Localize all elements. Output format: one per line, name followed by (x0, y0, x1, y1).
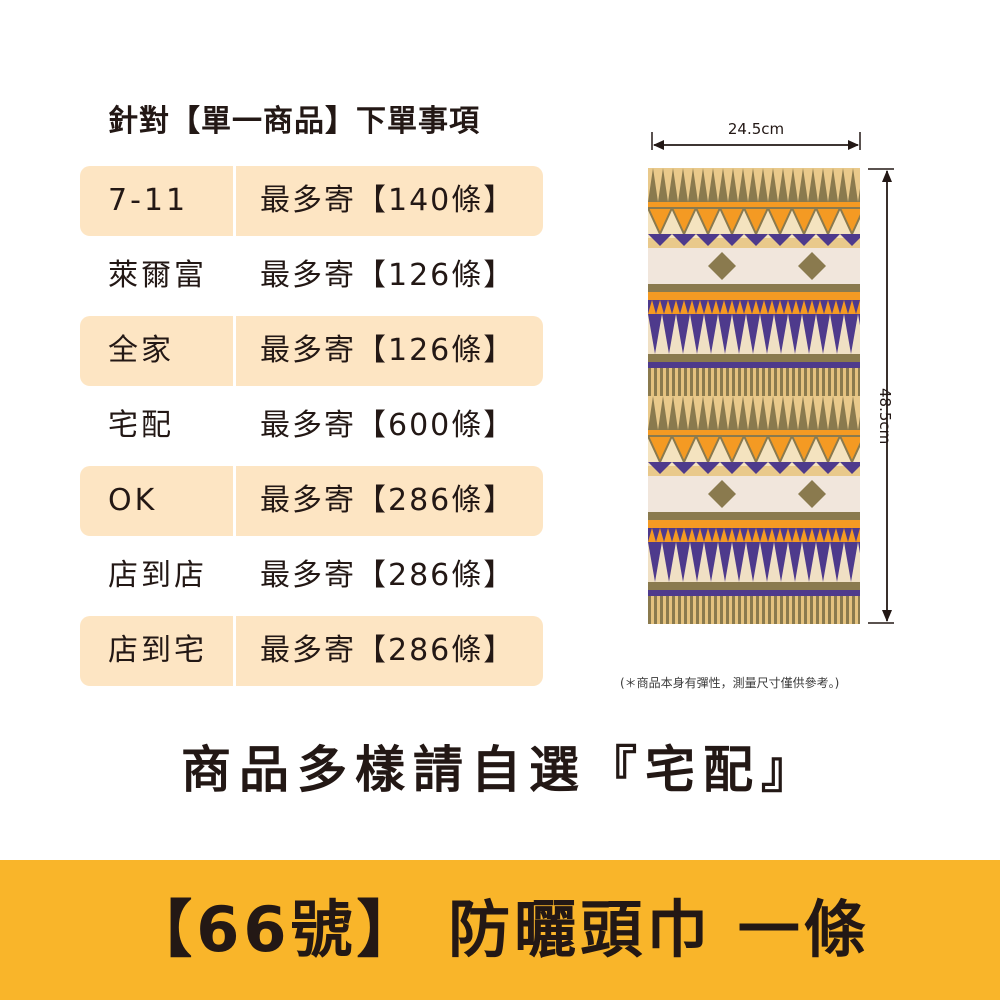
store-name: 店到宅 (108, 633, 207, 668)
table-row: 店到店 最多寄【286條】 (80, 541, 543, 611)
shipping-limit: 最多寄【140條】 (260, 183, 516, 218)
table-row: 全家 最多寄【126條】 (80, 316, 543, 386)
store-name: 萊爾富 (108, 258, 207, 293)
column-divider (233, 466, 236, 536)
height-arrow-icon (868, 168, 894, 624)
store-name: 7-11 (108, 183, 189, 218)
shipping-limit: 最多寄【286條】 (260, 633, 516, 668)
section-heading: 針對【單一商品】下單事項 (108, 104, 480, 139)
table-row: 萊爾富 最多寄【126條】 (80, 241, 543, 311)
store-name: 全家 (108, 333, 174, 368)
width-dimension: 24.5cm (650, 120, 862, 150)
table-row: OK 最多寄【286條】 (80, 466, 543, 536)
height-label: 48.5cm (876, 388, 894, 445)
shipping-limit: 最多寄【126條】 (260, 258, 516, 293)
elasticity-note: (＊商品本身有彈性，測量尺寸僅供參考。) (620, 676, 840, 690)
column-divider (233, 166, 236, 236)
column-divider (233, 616, 236, 686)
shipping-limit: 最多寄【600條】 (260, 408, 516, 443)
width-label: 24.5cm (727, 120, 785, 138)
store-name: 宅配 (108, 408, 174, 443)
product-banner: 【66號】 防曬頭巾 一條 (0, 860, 1000, 1000)
table-row: 宅配 最多寄【600條】 (80, 391, 543, 461)
height-dimension: 48.5cm (868, 168, 918, 624)
banner-title: 【66號】 防曬頭巾 一條 (130, 893, 870, 966)
tribal-pattern (648, 168, 860, 624)
column-divider (233, 316, 236, 386)
shipping-limit: 最多寄【126條】 (260, 333, 516, 368)
table-row: 7-11 最多寄【140條】 (80, 166, 543, 236)
shipping-limit: 最多寄【286條】 (260, 483, 516, 518)
store-name: 店到店 (108, 558, 207, 593)
table-row: 店到宅 最多寄【286條】 (80, 616, 543, 686)
width-arrow-icon (651, 132, 861, 150)
store-name: OK (108, 483, 158, 518)
shipping-limit: 最多寄【286條】 (260, 558, 516, 593)
product-headscarf-image (648, 168, 860, 624)
tagline: 商品多樣請自選『宅配』 (181, 741, 819, 799)
